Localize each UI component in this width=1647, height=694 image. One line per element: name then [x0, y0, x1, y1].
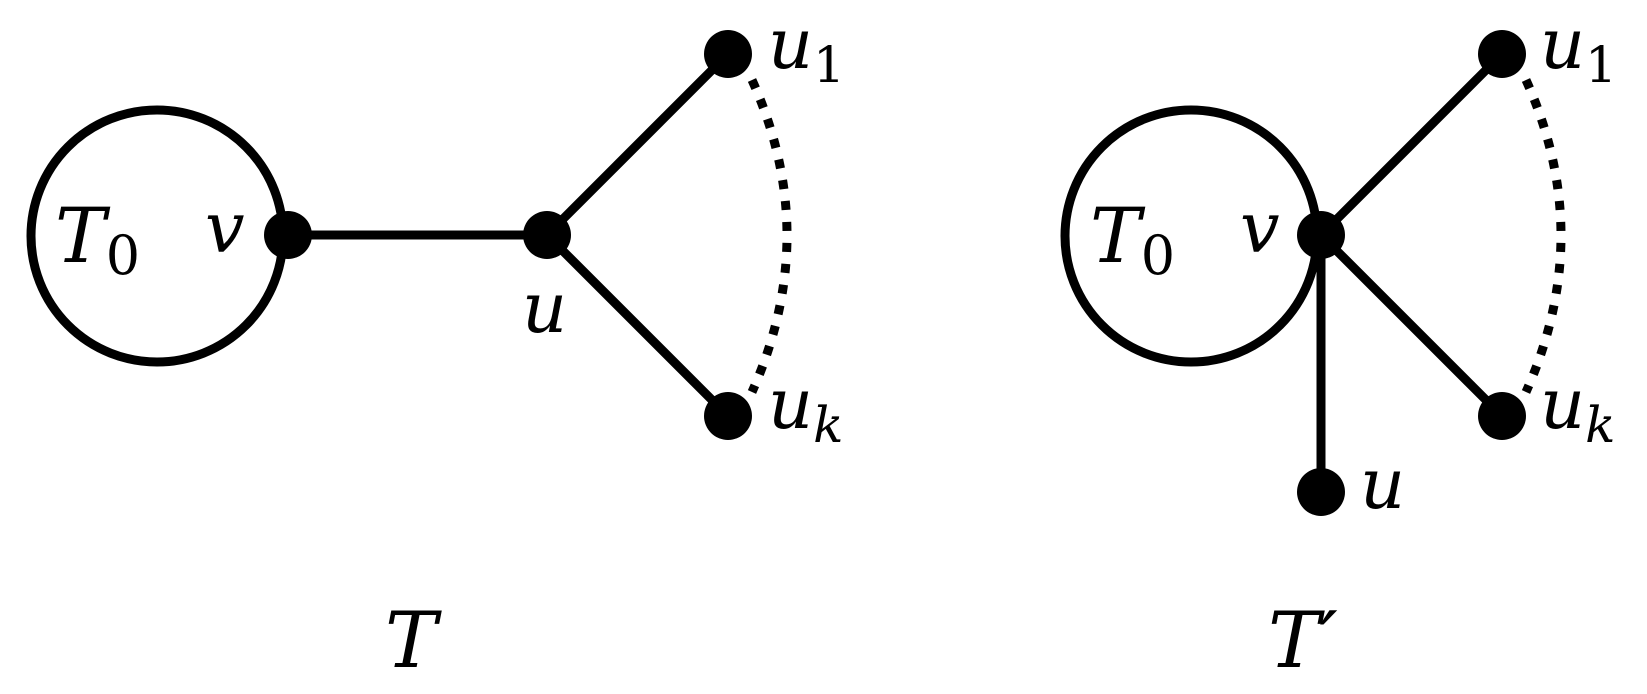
left-subtree-label: T0: [55, 191, 140, 287]
left-leaf-dotted-arc: [747, 78, 792, 394]
left-edge-u-uk: [543, 231, 732, 420]
left-edge-u-u1: [543, 50, 732, 239]
right-label-u1: u1: [1540, 3, 1617, 94]
right-subtree-label: T0: [1090, 191, 1175, 287]
right-label-v: v: [1240, 187, 1280, 269]
right-node-u: [1297, 468, 1345, 516]
left-caption: T: [385, 596, 442, 686]
left-label-u1: u1: [768, 3, 845, 94]
right-leaf-dotted-arc: [1521, 78, 1566, 394]
right-tree: T0 v u u1 uk T′: [1060, 3, 1617, 686]
right-edge-v-uk: [1317, 231, 1506, 420]
left-node-v: [264, 211, 312, 259]
left-node-u1: [704, 30, 752, 78]
left-node-u: [523, 211, 571, 259]
right-label-uk: uk: [1540, 363, 1615, 454]
left-label-v: v: [205, 187, 245, 269]
right-node-uk: [1478, 392, 1526, 440]
left-label-uk: uk: [768, 363, 843, 454]
right-caption: T′: [1268, 596, 1338, 686]
left-node-uk: [704, 392, 752, 440]
left-label-u: u: [522, 267, 567, 349]
right-edge-v-u1: [1317, 50, 1506, 239]
right-node-v: [1297, 211, 1345, 259]
right-label-u: u: [1360, 443, 1405, 525]
left-tree: T0 v u u1 uk T: [26, 3, 845, 686]
right-node-u1: [1478, 30, 1526, 78]
